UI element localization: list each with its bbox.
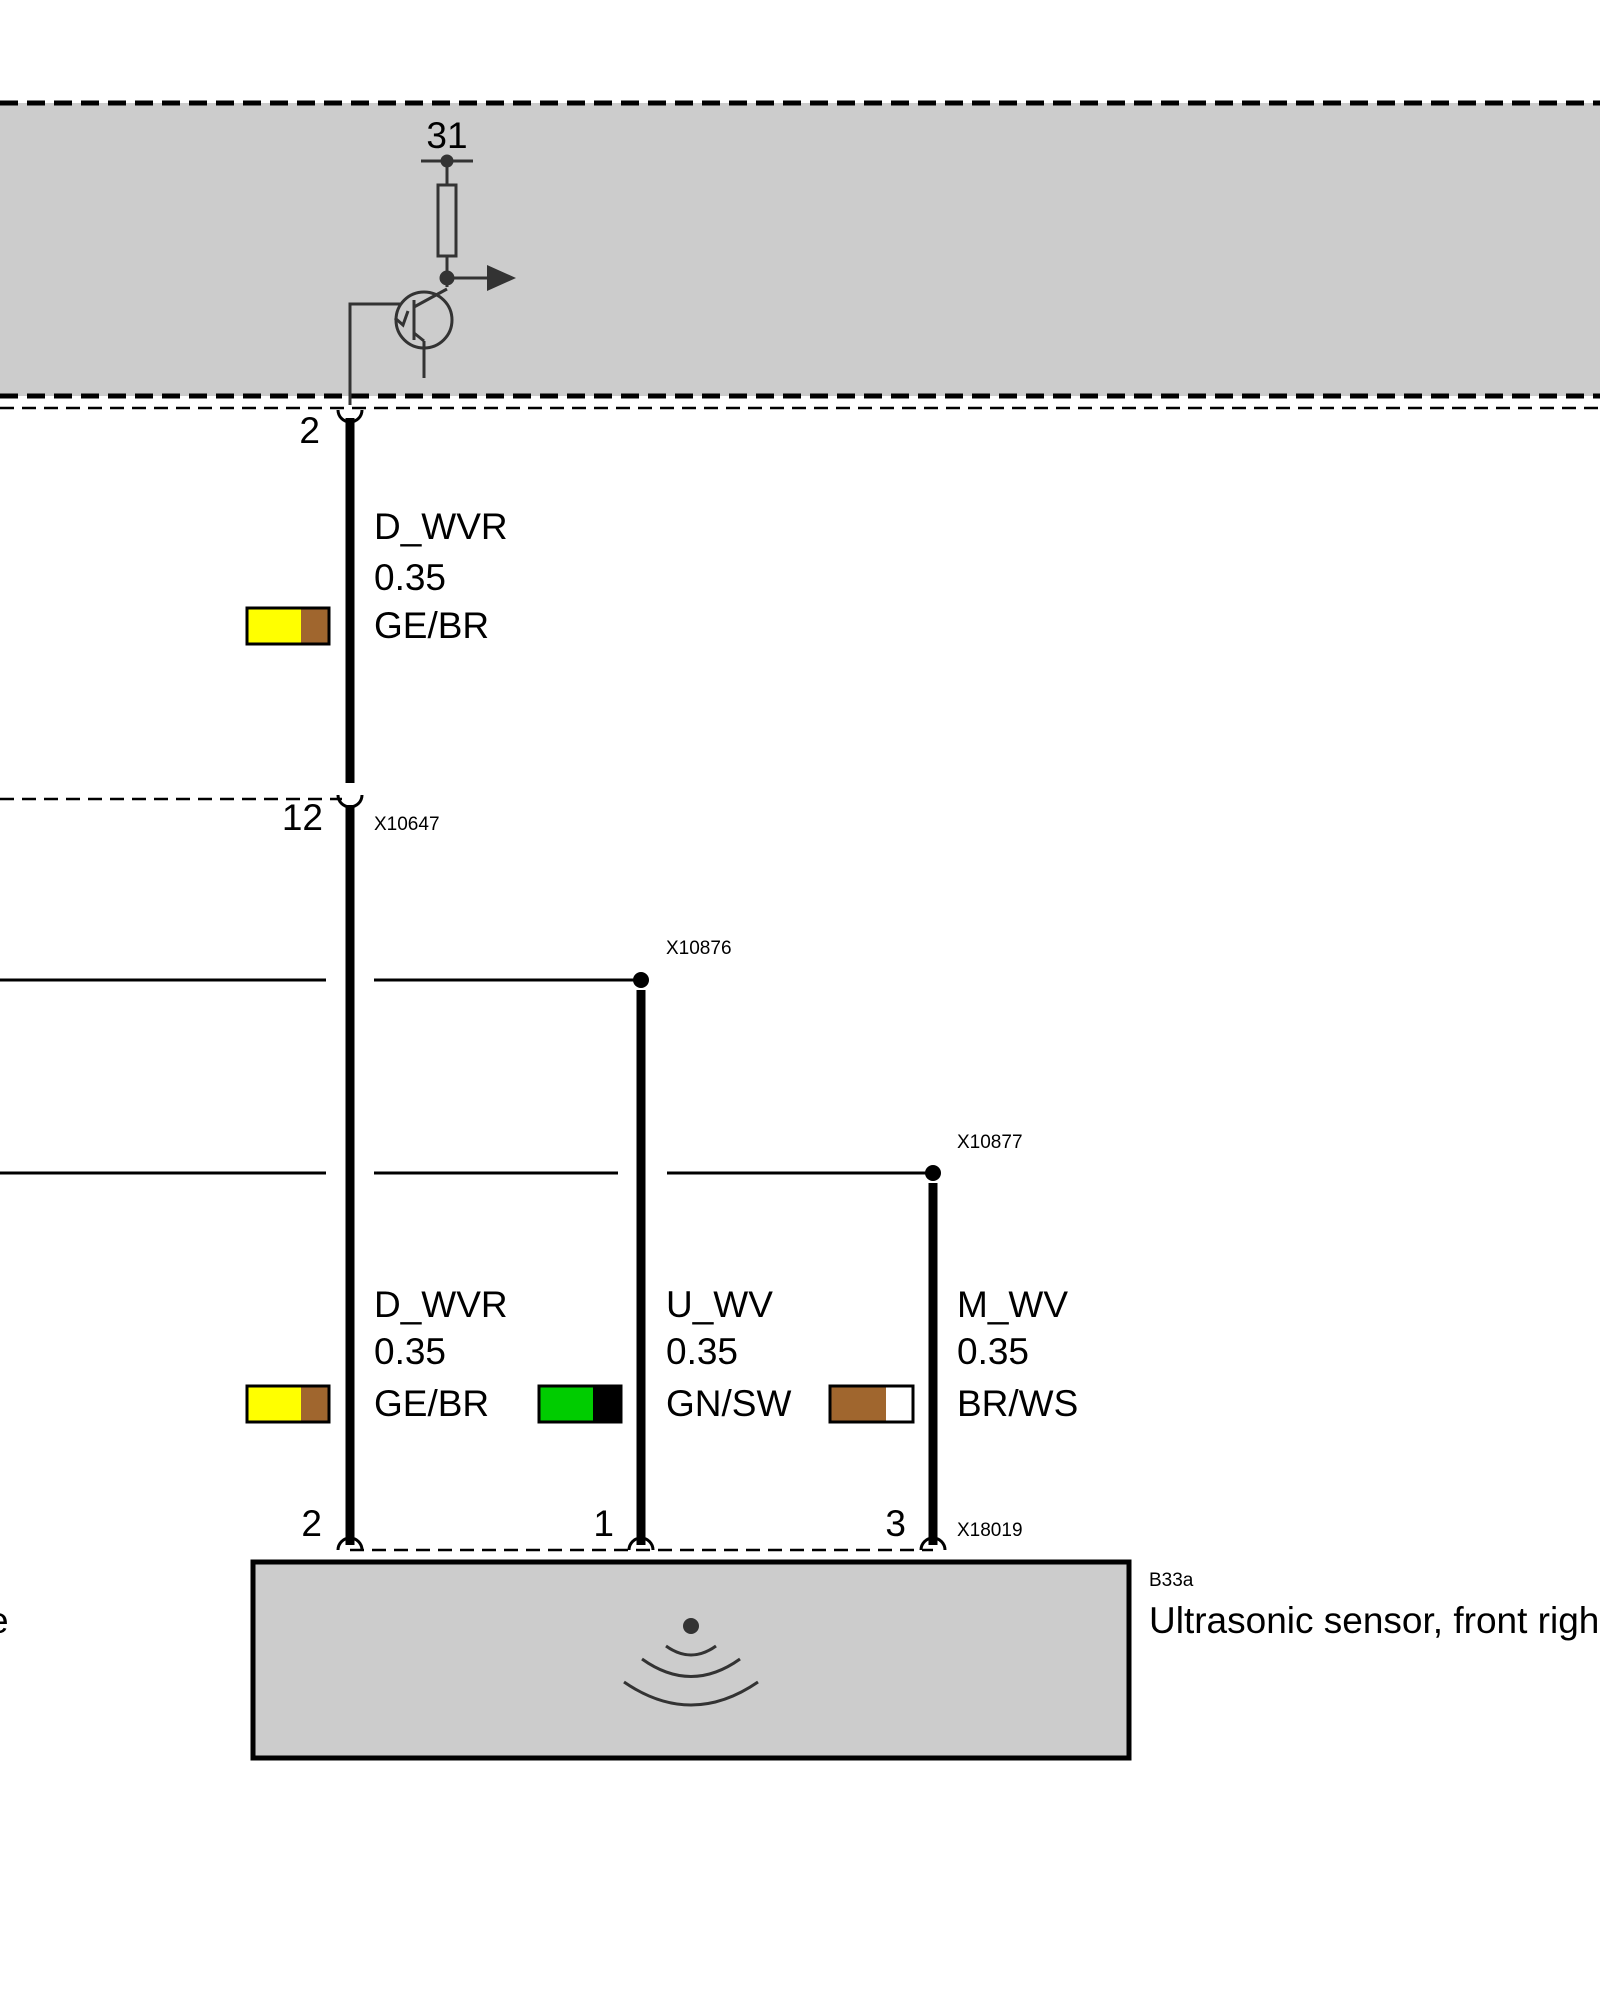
- svg-text:D_WVR: D_WVR: [374, 1284, 508, 1325]
- connector-x18019-pin-3: 3: [885, 1503, 906, 1544]
- cut-off-component-label: e: [0, 1600, 9, 1641]
- svg-text:GE/BR: GE/BR: [374, 605, 489, 646]
- svg-text:0.35: 0.35: [374, 1331, 446, 1372]
- module-pin-label: 2: [299, 410, 320, 451]
- svg-text:31: 31: [426, 115, 467, 156]
- wire-color-swatch-gn-sw: [537, 1384, 623, 1424]
- wire-color-swatch-ge-br-lower: [245, 1384, 331, 1424]
- ultrasonic-sensor-box: [250, 1559, 1132, 1761]
- component-name: Ultrasonic sensor, front righ: [1149, 1600, 1599, 1641]
- svg-text:BR/WS: BR/WS: [957, 1383, 1078, 1424]
- splice-x10876: [633, 972, 649, 988]
- control-module: [0, 100, 1600, 410]
- wire-color-swatch-br-ws: [828, 1384, 915, 1424]
- svg-text:M_WV: M_WV: [957, 1284, 1068, 1325]
- wire-color-swatch-ge-br-upper: [245, 606, 331, 646]
- wire-label-u-wv: U_WV 0.35 GN/SW: [666, 1284, 791, 1424]
- svg-text:D_WVR: D_WVR: [374, 506, 508, 547]
- component-id: B33a: [1149, 1570, 1194, 1591]
- svg-text:GE/BR: GE/BR: [374, 1383, 489, 1424]
- wire-label-m-wv: M_WV 0.35 BR/WS: [957, 1284, 1078, 1424]
- svg-text:U_WV: U_WV: [666, 1284, 773, 1325]
- svg-text:0.35: 0.35: [666, 1331, 738, 1372]
- ultrasonic-wave-icon: [623, 1618, 759, 1707]
- wire-label-d-wvr-lower: D_WVR 0.35 GE/BR: [374, 1284, 508, 1424]
- connector-x18019-pin-2: 2: [301, 1503, 322, 1544]
- splice-x10877: [925, 1165, 941, 1181]
- connector-x18019-id: X18019: [957, 1520, 1023, 1541]
- svg-text:0.35: 0.35: [374, 557, 446, 598]
- connector-x18019-pin-1: 1: [593, 1503, 614, 1544]
- wire-label-d-wvr-upper: D_WVR 0.35 GE/BR: [374, 506, 508, 646]
- splice-x10876-id: X10876: [666, 938, 732, 959]
- connector-x10647-id: X10647: [374, 814, 440, 835]
- connector-x10647-pin: 12: [282, 797, 323, 838]
- splice-x10877-id: X10877: [957, 1132, 1023, 1153]
- output-transistor-symbol: [348, 154, 516, 405]
- svg-text:GN/SW: GN/SW: [666, 1383, 791, 1424]
- svg-text:0.35: 0.35: [957, 1331, 1029, 1372]
- ground-31-label: 31: [426, 115, 467, 156]
- connector-x18019-contacts: [336, 1536, 947, 1551]
